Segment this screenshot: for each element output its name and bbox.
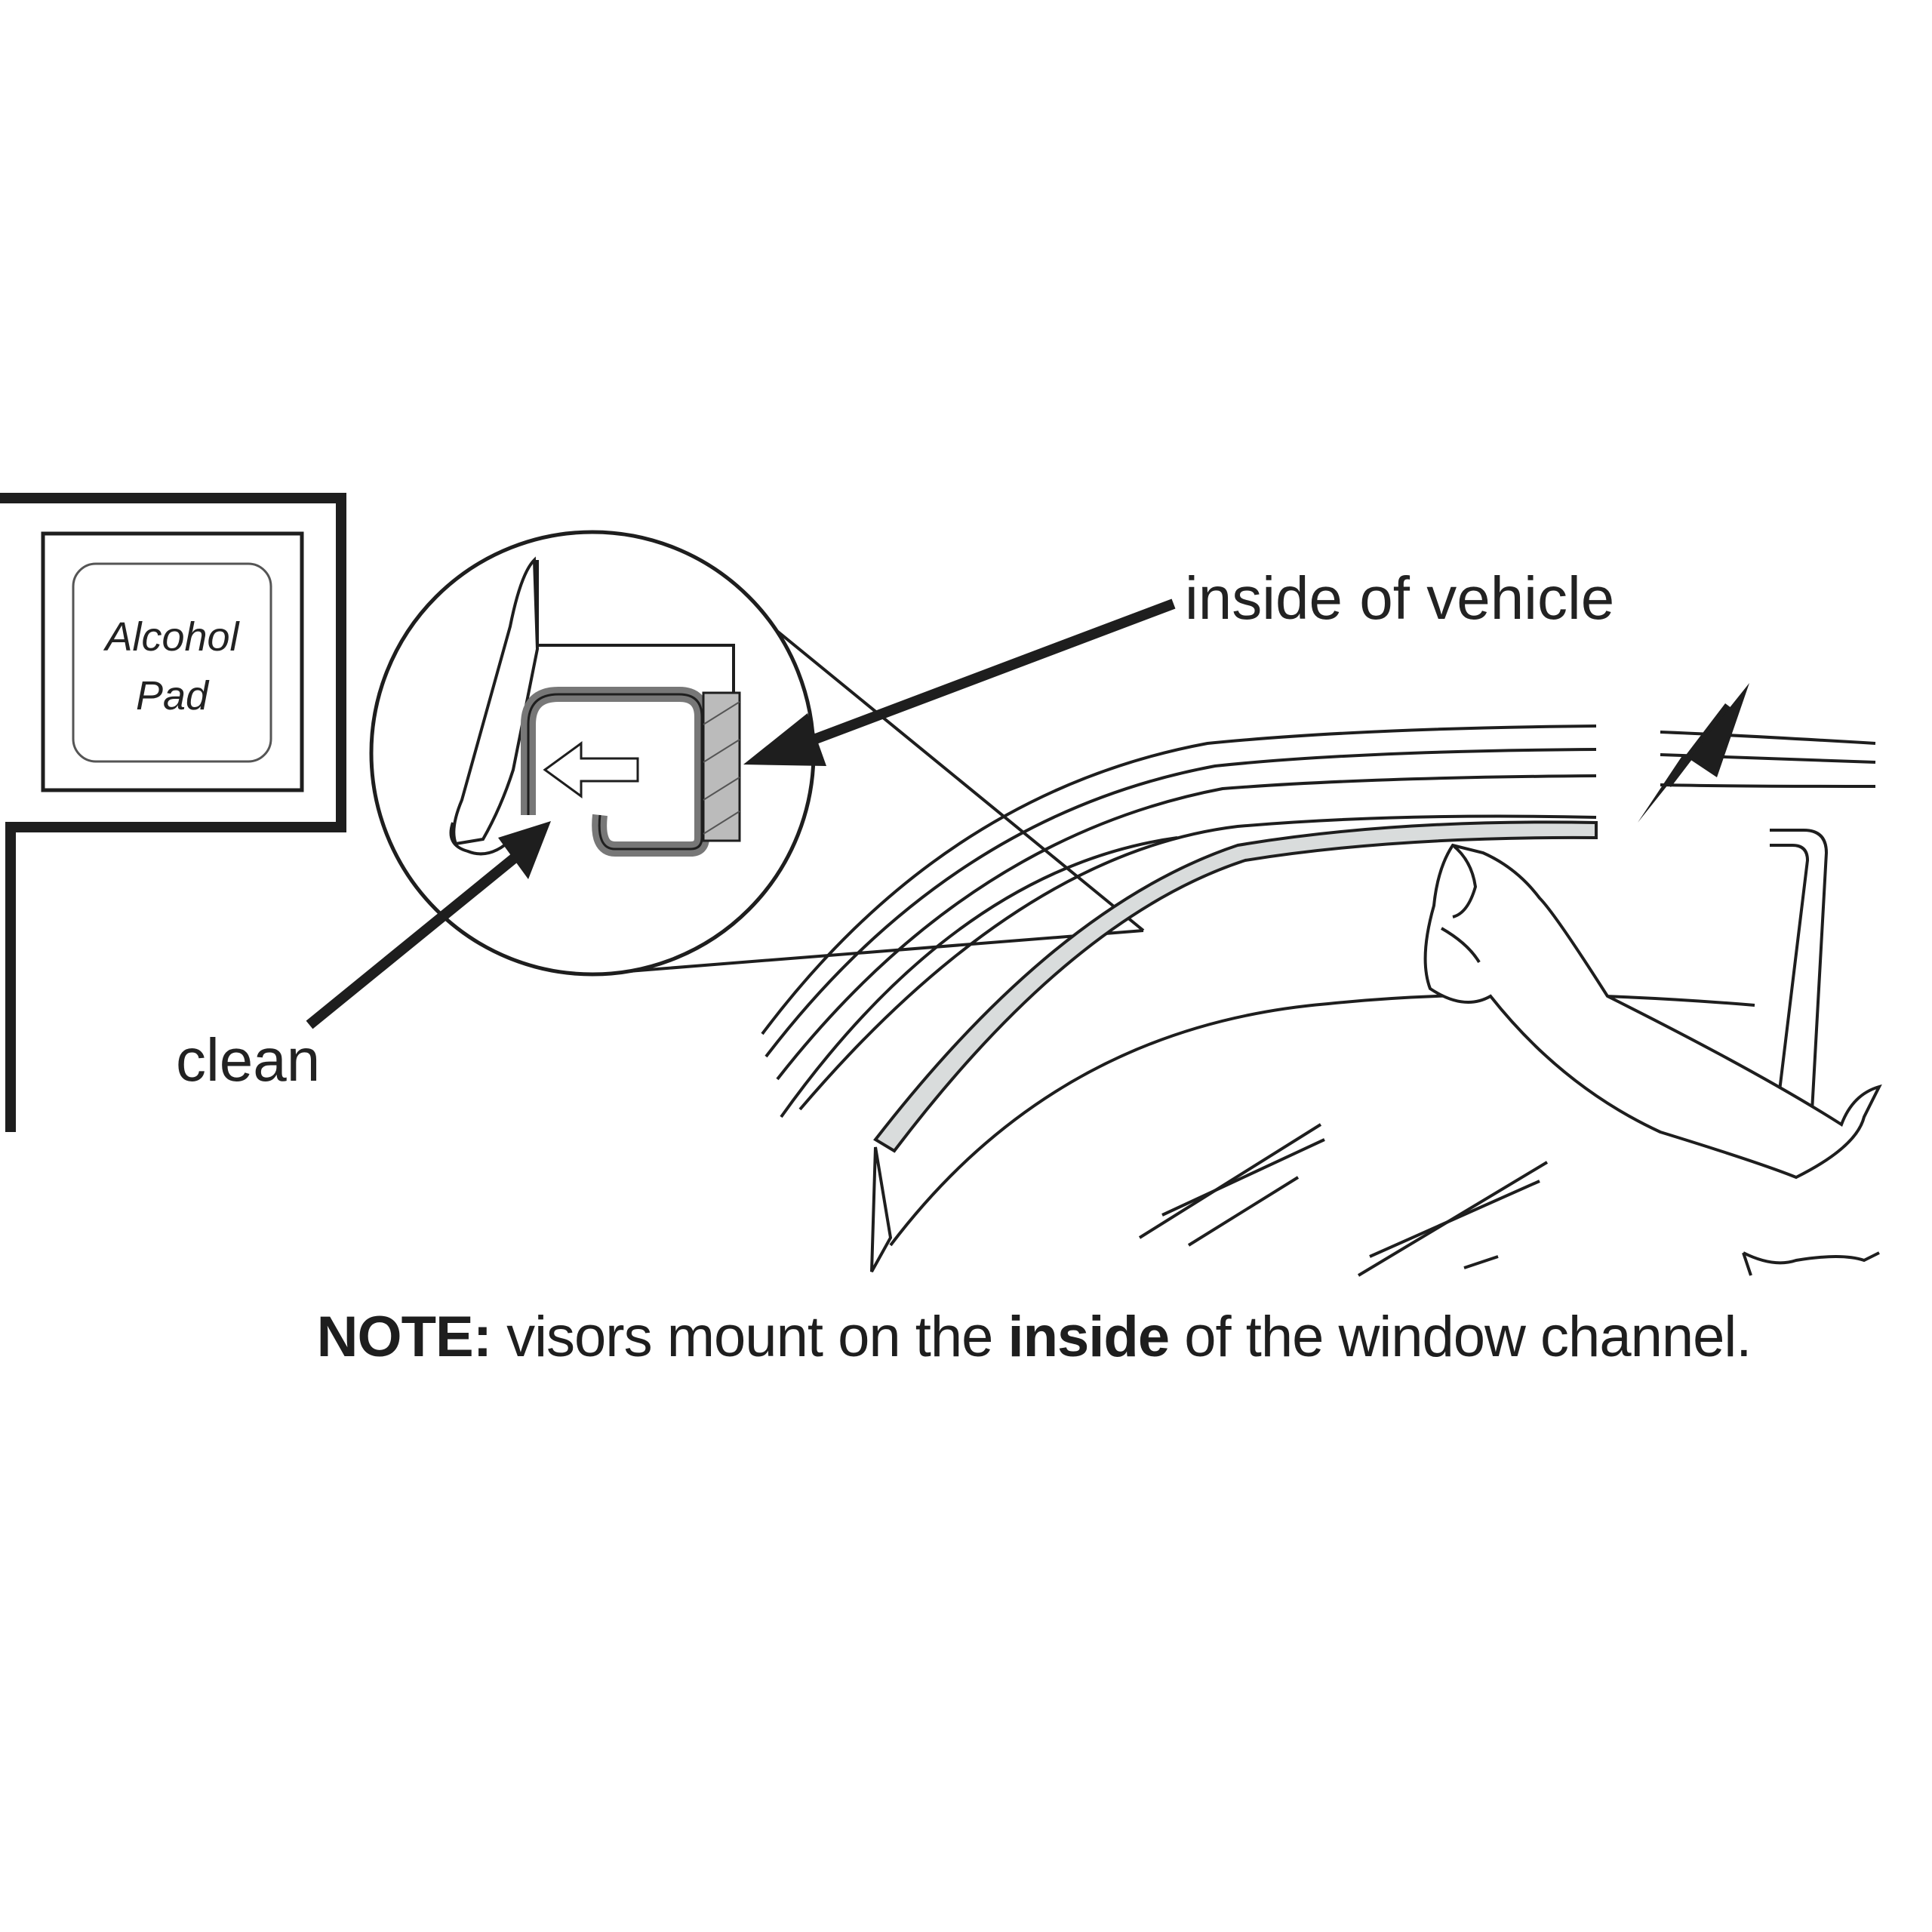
note-emphasis: inside [1008, 1305, 1170, 1369]
note-text-part1: visors mount on the [491, 1305, 1008, 1369]
alcohol-pad-panel: Alcohol Pad [0, 493, 346, 1132]
alcohol-pad-label-line1: Alcohol [103, 614, 240, 660]
inside-of-vehicle-label: inside of vehicle [1185, 565, 1614, 632]
installer-hand [1423, 843, 1882, 1276]
vehicle-window-frame [761, 724, 1876, 1277]
adhesive-tape-block [702, 691, 741, 842]
inside-of-vehicle-arrow [801, 598, 1176, 749]
alcohol-pad-icon [72, 562, 272, 763]
channel-detail-magnifier [369, 530, 816, 977]
pad-outer-frame [41, 531, 304, 792]
note-text-part2: of the window channel. [1169, 1305, 1752, 1369]
clean-label: clean [176, 1026, 320, 1094]
note-prefix: NOTE: [316, 1305, 492, 1369]
pointer-arrows [306, 598, 1749, 1029]
alcohol-pad-label-line2: Pad [136, 673, 210, 718]
window-visor [873, 820, 1598, 1153]
insert-direction-arrow [543, 741, 639, 798]
clean-arrow [306, 848, 525, 1029]
zoom-connector-lines [599, 617, 1145, 975]
installation-note: NOTE: visors mount on the inside of the … [287, 1298, 1781, 1377]
